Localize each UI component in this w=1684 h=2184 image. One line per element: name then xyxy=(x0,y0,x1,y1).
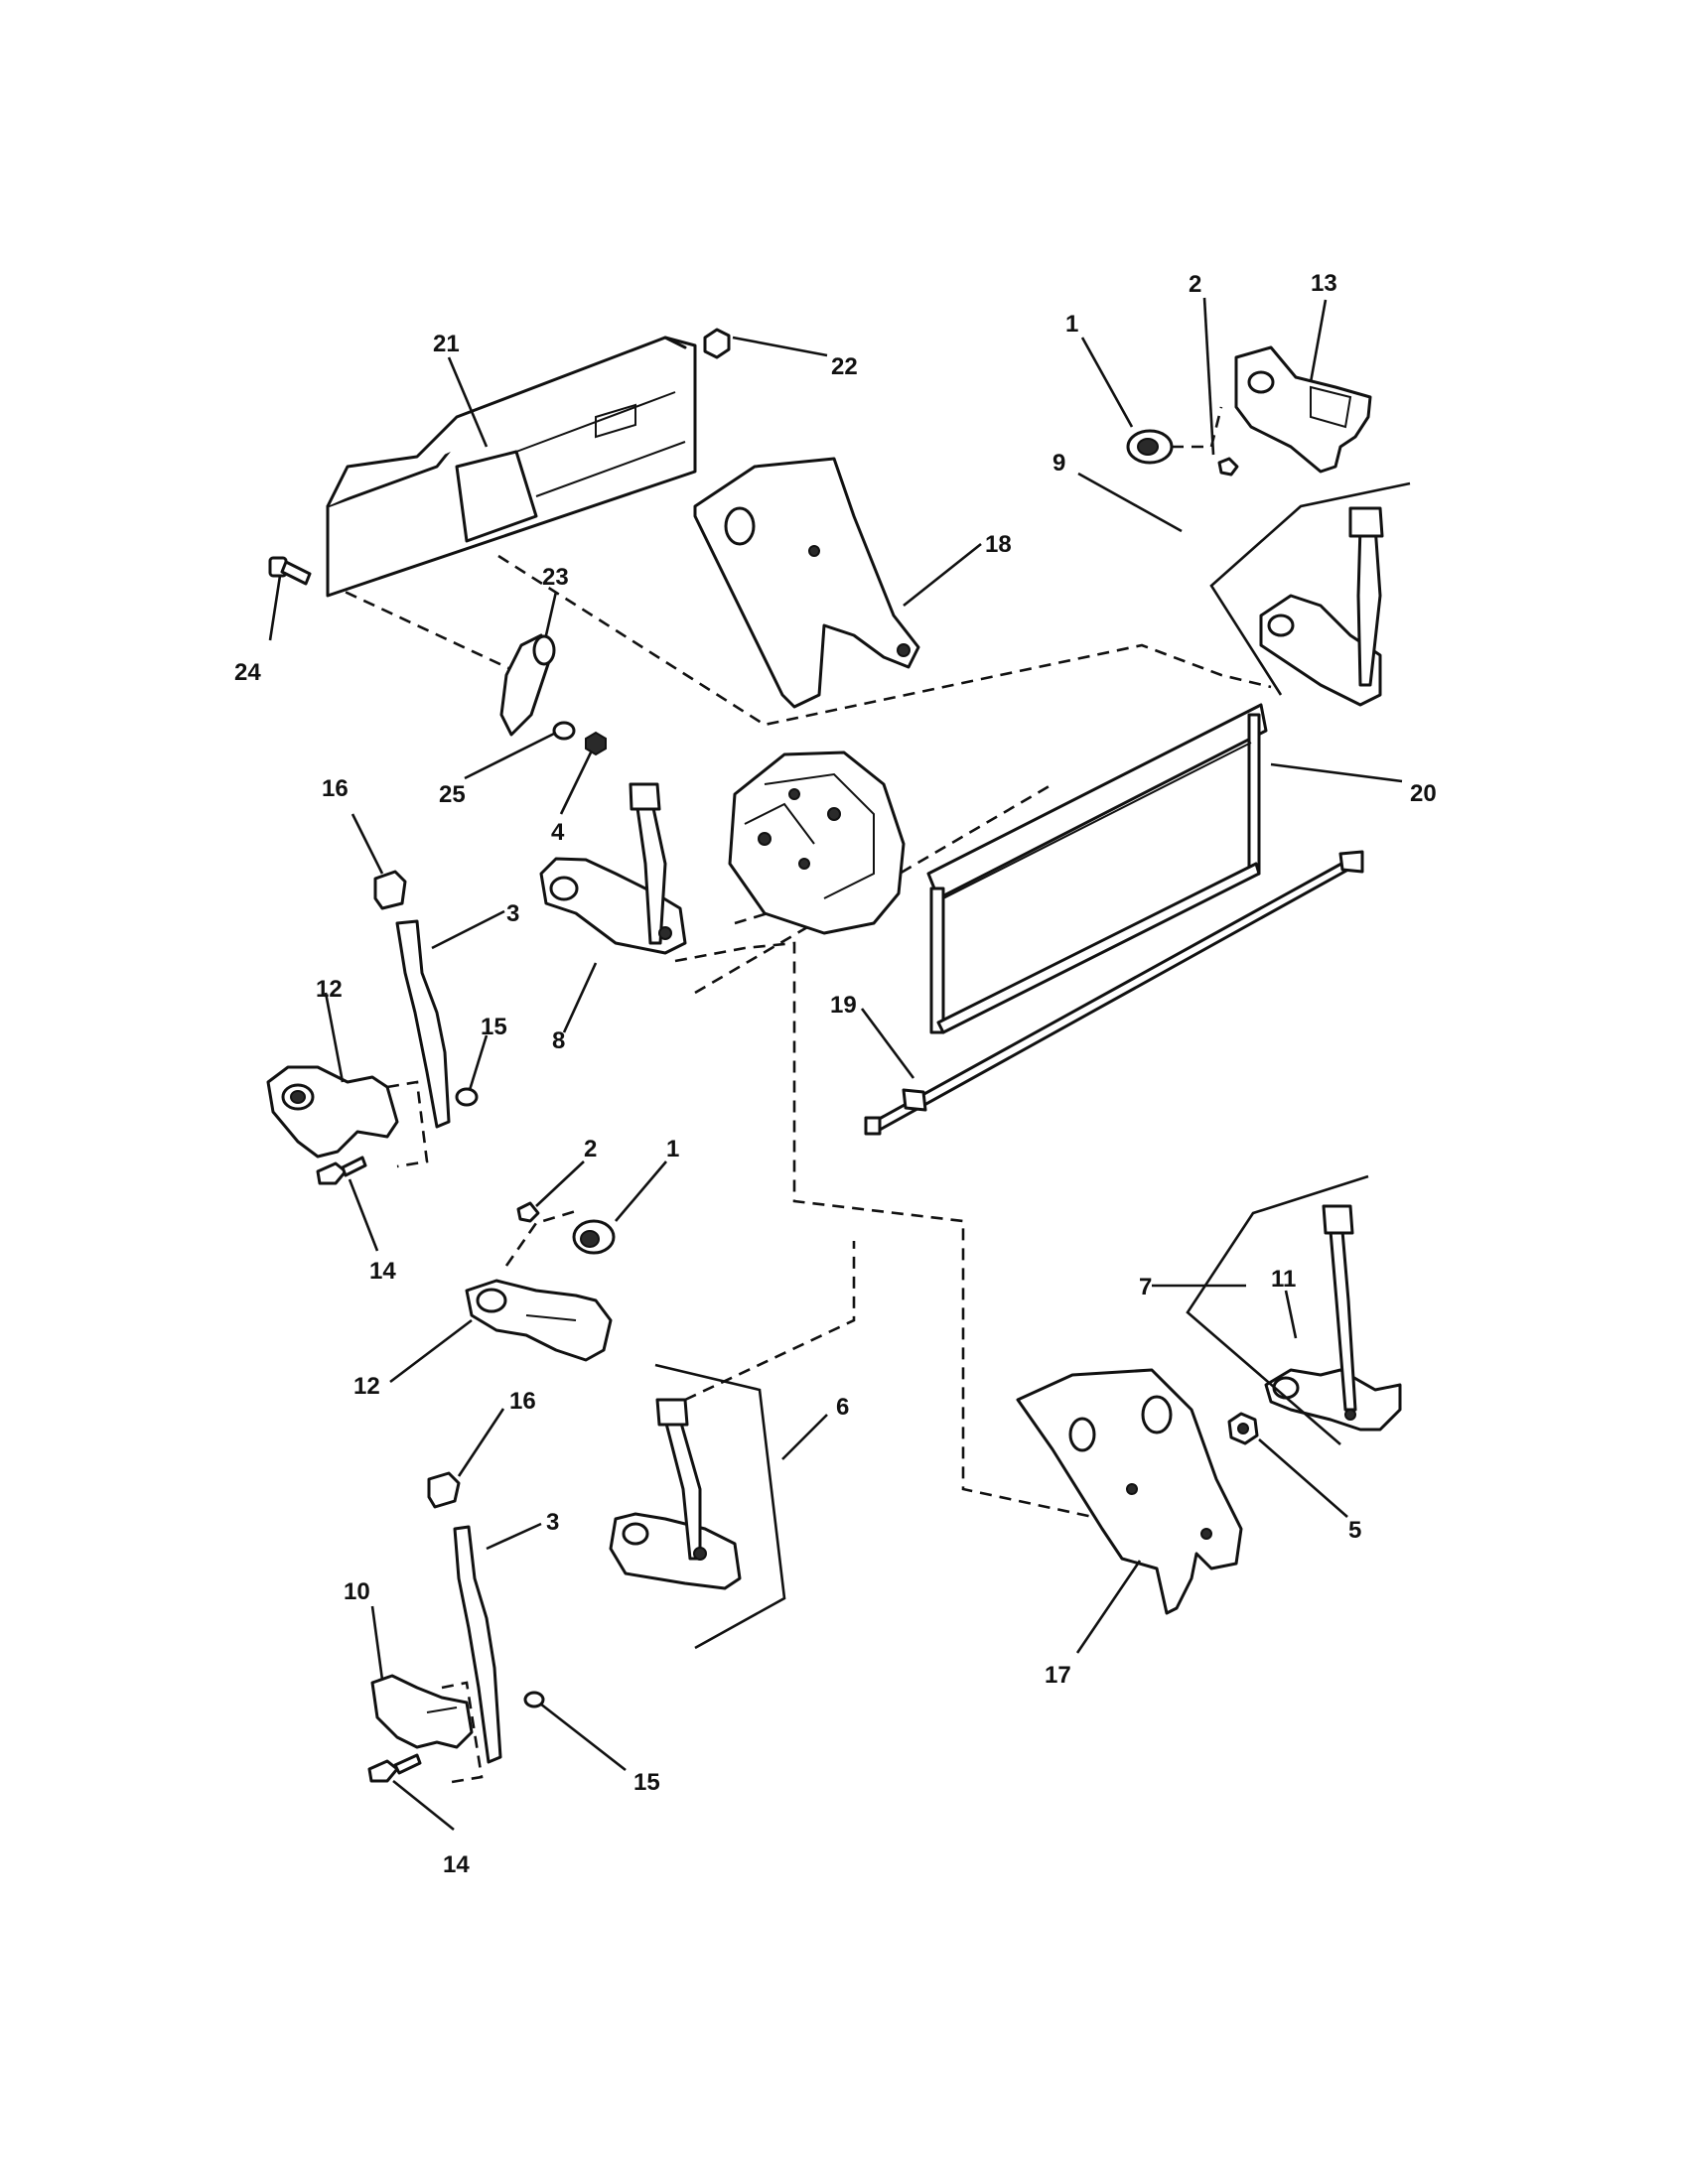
callout-2-middle: 2 xyxy=(584,1136,597,1162)
part-12-bracket-left xyxy=(266,1065,429,1168)
callout-15-lower: 15 xyxy=(633,1769,660,1796)
part-4-nut xyxy=(585,731,607,756)
part-3-arm-lower xyxy=(453,1525,502,1764)
bracket-9 xyxy=(1209,481,1411,696)
part-13-bracket xyxy=(1234,345,1372,474)
part-1-bearing-top xyxy=(1126,429,1174,465)
callout-12-middle: 12 xyxy=(353,1373,380,1400)
callout-3-upper: 3 xyxy=(506,900,519,927)
part-15-washer-upper xyxy=(455,1087,479,1107)
part-3-arm-upper xyxy=(395,919,451,1129)
callout-1-top: 1 xyxy=(1065,311,1078,338)
part-2-screw-middle xyxy=(516,1201,540,1223)
part-14-bolt-upper xyxy=(316,1156,367,1185)
callout-24: 24 xyxy=(234,659,261,686)
part-17-plate xyxy=(1016,1368,1243,1615)
callout-4: 4 xyxy=(551,819,565,846)
part-6-assembly xyxy=(609,1398,742,1590)
part-16-clip-upper xyxy=(373,870,407,910)
callout-11: 11 xyxy=(1271,1266,1296,1293)
callout-21: 21 xyxy=(433,331,460,357)
callout-13: 13 xyxy=(1311,270,1337,297)
callout-3-lower: 3 xyxy=(546,1509,559,1536)
bracket-6 xyxy=(654,1363,786,1650)
alternator xyxy=(728,751,906,935)
part-11-assembly xyxy=(1264,1204,1402,1432)
part-22-nut xyxy=(703,328,731,359)
part-12-bracket-middle xyxy=(465,1279,613,1362)
callout-labels: 1 2 13 21 22 9 18 23 24 25 4 20 16 3 12 … xyxy=(234,270,1437,1878)
callout-2-top: 2 xyxy=(1189,271,1201,298)
callout-17: 17 xyxy=(1045,1662,1071,1689)
part-15-washer-lower xyxy=(523,1691,545,1708)
bracket-7 xyxy=(1186,1174,1369,1445)
callout-20: 20 xyxy=(1410,780,1437,807)
part-20-panel xyxy=(926,703,1268,1034)
part-25-washer xyxy=(552,721,576,741)
part-8-assembly xyxy=(539,782,687,955)
callout-19: 19 xyxy=(830,992,857,1019)
callout-6: 6 xyxy=(836,1394,849,1421)
part-2-screw-top xyxy=(1217,457,1239,477)
part-19-rod xyxy=(864,850,1364,1136)
callout-9: 9 xyxy=(1052,450,1065,477)
part-9-assembly xyxy=(1259,506,1384,707)
callout-14-upper: 14 xyxy=(369,1258,396,1285)
callout-14-lower: 14 xyxy=(443,1851,470,1878)
callout-12-left: 12 xyxy=(316,976,343,1003)
callout-16-upper: 16 xyxy=(322,775,349,802)
callout-23: 23 xyxy=(542,564,569,591)
callout-16-lower: 16 xyxy=(509,1388,536,1415)
callout-1-middle: 1 xyxy=(666,1136,679,1162)
part-18-plate xyxy=(693,457,920,709)
part-14-bolt-lower xyxy=(367,1753,422,1783)
callout-5: 5 xyxy=(1348,1517,1361,1544)
callout-18: 18 xyxy=(985,531,1012,558)
callout-8: 8 xyxy=(552,1027,565,1054)
leader-lines xyxy=(268,297,1403,1832)
part-21-top-bracket xyxy=(326,336,697,598)
part-16-clip-lower xyxy=(427,1471,461,1509)
part-5-nut xyxy=(1227,1412,1259,1445)
callout-22: 22 xyxy=(831,353,858,380)
part-1-bearing-middle xyxy=(572,1219,616,1255)
part-10-bracket xyxy=(370,1674,484,1784)
callout-10: 10 xyxy=(344,1578,370,1605)
part-23-link xyxy=(499,633,556,737)
callout-25: 25 xyxy=(439,781,466,808)
callout-7: 7 xyxy=(1139,1274,1152,1300)
part-24-bolt xyxy=(268,556,312,586)
callout-15-upper: 15 xyxy=(481,1014,507,1040)
